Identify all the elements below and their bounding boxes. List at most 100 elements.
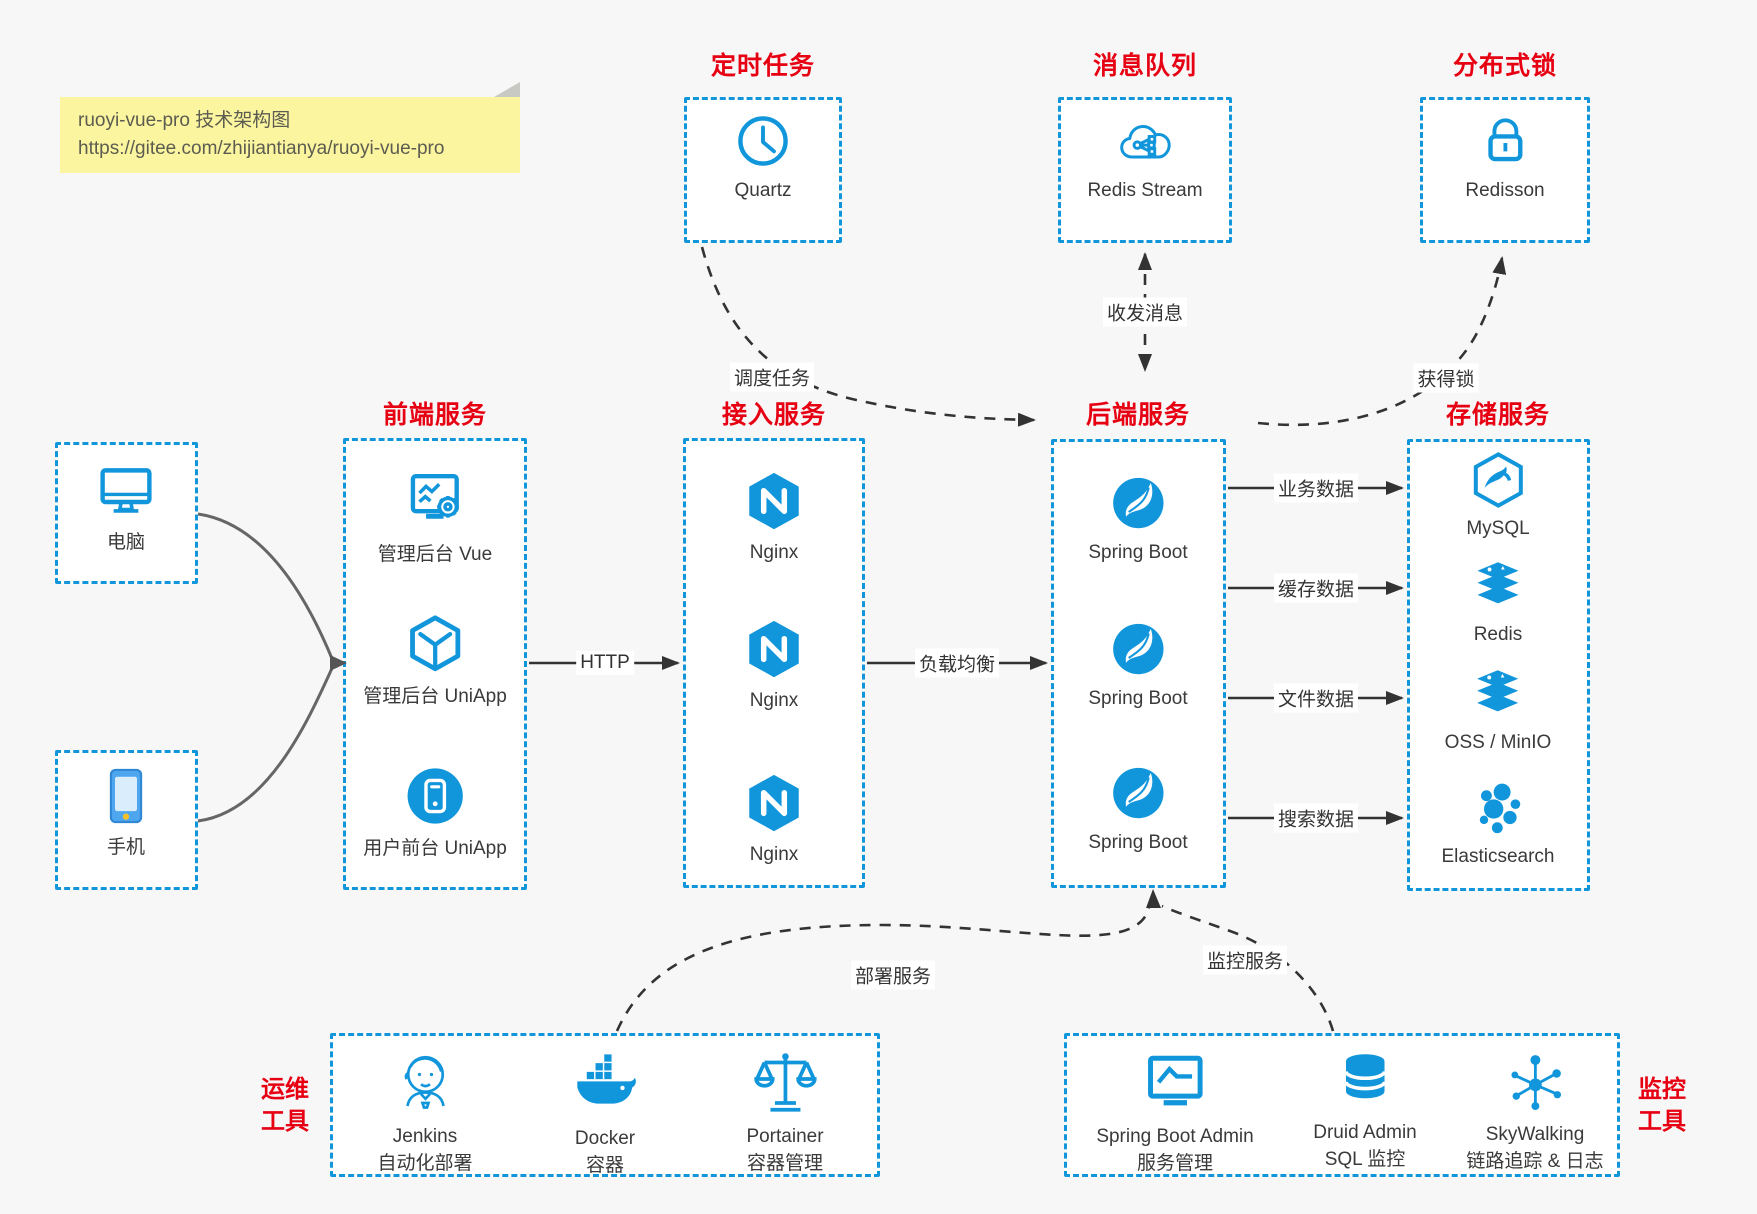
node-label: Spring Boot Admin [1096, 1126, 1254, 1147]
springboot-icon [1107, 618, 1169, 680]
ops-title-line2: 工具 [261, 1108, 309, 1135]
node-label: MySQL [1466, 518, 1530, 539]
node-label: Nginx [749, 542, 799, 563]
node-admin-uniapp: 管理后台 UniApp [363, 610, 507, 710]
node-mysql: MySQL [1466, 450, 1530, 542]
edge-label-search-data: 搜索数据 [1273, 803, 1359, 833]
group-title-gateway: 接入服务 [721, 401, 827, 429]
storage-stack-icon [1469, 666, 1527, 724]
springboot-icon [1107, 762, 1169, 824]
edge-label-monitor-service: 监控服务 [1202, 945, 1288, 975]
cloud-stream-icon [1115, 112, 1175, 172]
node-admin-vue: 管理后台 Vue [378, 466, 492, 568]
group-title-lock: 分布式锁 [1452, 52, 1558, 80]
node-label: Jenkins [392, 1126, 458, 1147]
node-jenkins: Jenkins 自动化部署 [377, 1046, 473, 1177]
node-label: Redisson [1465, 180, 1545, 201]
edge-label-send-receive-message: 收发消息 [1102, 297, 1188, 327]
monitor-title-line2: 工具 [1638, 1108, 1686, 1135]
node-quartz: Quartz [732, 110, 794, 204]
lock-icon [1474, 110, 1536, 172]
node-springboot-1: Spring Boot [1088, 472, 1188, 566]
node-user-uniapp: 用户前台 UniApp [363, 762, 507, 862]
message-queue-box [1058, 97, 1232, 243]
mysql-icon [1468, 450, 1528, 510]
smartphone-icon [93, 763, 159, 829]
node-label: 电脑 [106, 532, 145, 553]
node-nginx-1: Nginx [741, 468, 807, 566]
node-phone: 手机 [93, 763, 159, 861]
node-label: OSS / MinIO [1444, 732, 1552, 753]
edge-label-http: HTTP [576, 651, 634, 675]
node-label: Druid Admin [1313, 1122, 1417, 1143]
node-pc: 电脑 [93, 458, 159, 556]
group-title-frontend: 前端服务 [382, 401, 488, 429]
node-label: Spring Boot [1088, 542, 1188, 563]
user-app-icon [401, 762, 469, 830]
node-sublabel: 自动化部署 [377, 1153, 473, 1174]
edge-label-business-data: 业务数据 [1273, 473, 1359, 503]
elasticsearch-icon [1469, 780, 1527, 838]
node-label: Redis Stream [1087, 180, 1203, 201]
node-label: 用户前台 UniApp [363, 838, 507, 859]
pc-box [55, 442, 198, 584]
group-title-backend: 后端服务 [1085, 401, 1191, 429]
node-label: Docker [574, 1128, 636, 1149]
redis-stack-icon [1469, 558, 1527, 616]
node-redis: Redis [1469, 558, 1527, 648]
nginx-icon [741, 468, 807, 534]
node-skywalking: SkyWalking 链路追踪 & 日志 [1466, 1048, 1604, 1175]
group-title-storage: 存储服务 [1445, 401, 1551, 429]
sticky-note-fold-corner [494, 82, 520, 97]
phone-to-frontend-curve [197, 665, 335, 823]
edge-label-load-balance: 负载均衡 [914, 648, 1000, 678]
node-label: Redis [1473, 624, 1523, 645]
node-druid-admin: Druid Admin SQL 监控 [1313, 1048, 1417, 1173]
monitor-chart-icon [1140, 1048, 1210, 1118]
node-label: Spring Boot [1088, 688, 1188, 709]
node-springboot-2: Spring Boot [1088, 618, 1188, 712]
docker-icon [570, 1050, 640, 1120]
note-url: https://gitee.com/zhijiantianya/ruoyi-vu… [78, 138, 445, 159]
admin-vue-icon [400, 466, 470, 536]
edge-label-acquire-lock: 获得锁 [1413, 363, 1479, 393]
node-springboot-admin: Spring Boot Admin 服务管理 [1096, 1048, 1254, 1177]
node-sublabel: 容器管理 [746, 1153, 824, 1174]
cube-icon [401, 610, 469, 678]
node-sublabel: SQL 监控 [1324, 1149, 1406, 1170]
node-sublabel: 容器 [585, 1155, 624, 1176]
ops-title-line1: 运维 [261, 1076, 309, 1103]
node-label: 手机 [106, 837, 145, 858]
node-label: Quartz [734, 180, 792, 201]
node-label: Portainer [746, 1126, 824, 1147]
node-sublabel: 链路追踪 & 日志 [1466, 1151, 1604, 1172]
pc-to-frontend-curve [197, 512, 335, 662]
topology-icon [1501, 1048, 1569, 1116]
node-portainer: Portainer 容器管理 [746, 1046, 824, 1177]
node-redis-stream: Redis Stream [1087, 112, 1203, 204]
node-label: SkyWalking [1485, 1124, 1585, 1145]
portainer-scales-icon [749, 1046, 821, 1118]
group-title-ops: 运维 工具 [261, 1074, 309, 1138]
monitor-title-line1: 监控 [1638, 1076, 1686, 1103]
clock-icon [732, 110, 794, 172]
group-title-monitor: 监控 工具 [1638, 1074, 1686, 1138]
node-docker: Docker 容器 [570, 1050, 640, 1179]
edge-label-file-data: 文件数据 [1273, 683, 1359, 713]
node-label: 管理后台 UniApp [363, 686, 507, 707]
desktop-icon [93, 458, 159, 524]
edge-label-deploy-service: 部署服务 [850, 960, 936, 990]
note-title: ruoyi-vue-pro 技术架构图 [78, 110, 291, 131]
node-springboot-3: Spring Boot [1088, 762, 1188, 856]
scheduled-task-box [684, 97, 842, 243]
edge-label-schedule-task: 调度任务 [729, 362, 815, 392]
node-label: Elasticsearch [1441, 846, 1555, 867]
node-sublabel: 服务管理 [1136, 1153, 1213, 1174]
node-redisson: Redisson [1465, 110, 1545, 204]
node-label: 管理后台 Vue [377, 544, 493, 565]
node-label: Nginx [749, 844, 799, 865]
node-label: Spring Boot [1088, 832, 1188, 853]
sticky-note: ruoyi-vue-pro 技术架构图 https://gitee.com/zh… [60, 82, 520, 173]
nginx-icon [741, 770, 807, 836]
springboot-icon [1107, 472, 1169, 534]
